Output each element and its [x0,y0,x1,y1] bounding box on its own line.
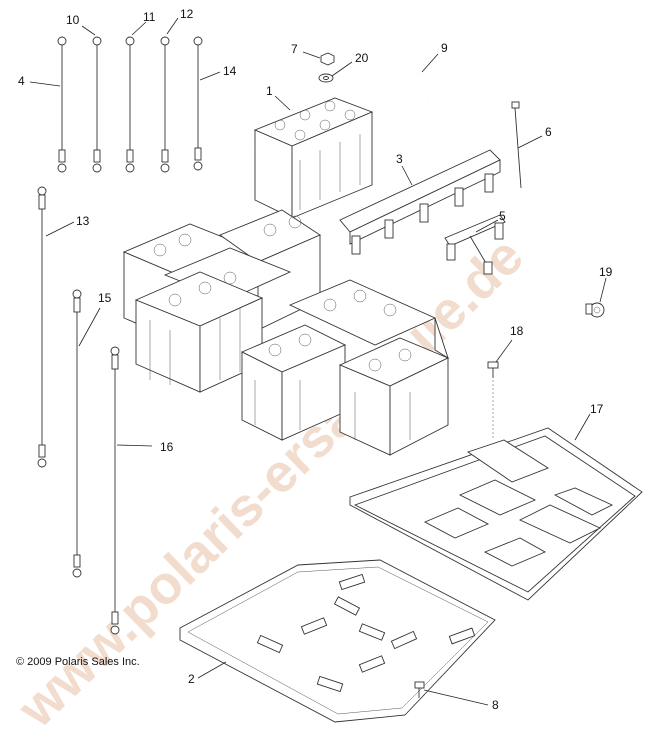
bracket-5 [444,214,506,275]
skid-plate-2 [179,559,496,723]
fastener-18 [487,361,499,438]
leader-lines [29,17,607,706]
rod-9 [409,47,429,101]
callout-4: 4 [18,74,25,88]
long-cable-13 [37,186,47,468]
callout-1: 1 [266,84,273,98]
callout-20: 20 [355,51,369,65]
battery-1 [253,97,374,219]
callout-12: 12 [180,7,194,21]
short-cable-14 [193,36,203,171]
callout-8: 8 [492,698,499,712]
fastener-8 [414,681,425,698]
callout-14: 14 [223,64,237,78]
callout-11: 11 [143,10,156,24]
bracket-3 [339,149,501,255]
short-cable-11 [125,36,135,173]
short-cable-10 [92,36,102,173]
callout-13: 13 [76,214,90,228]
short-cable-12 [160,36,170,173]
callout-9: 9 [441,41,448,55]
callout-5: 5 [499,209,506,223]
callout-7: 7 [291,42,298,56]
nut-7 [320,52,335,66]
battery-stack-right [240,279,450,456]
callout-15: 15 [98,291,112,305]
callout-18: 18 [510,324,524,338]
long-cable-15 [72,289,82,578]
bolt-6 [511,101,522,189]
callout-19: 19 [599,265,613,279]
callout-3: 3 [396,152,403,166]
long-cable-16 [110,346,120,635]
short-cable-4 [57,36,67,173]
callout-2: 2 [188,672,195,686]
battery-tray-17 [349,427,643,601]
callout-16: 16 [160,440,174,454]
callout-6: 6 [545,125,552,139]
copyright-notice: © 2009 Polaris Sales Inc. [16,656,140,668]
callout-10: 10 [66,13,80,27]
callout-labels: 4 10 11 12 14 13 15 16 1 7 20 9 6 3 5 19… [18,7,613,712]
callout-17: 17 [590,402,604,416]
washer-20 [318,73,334,83]
clip-19 [585,302,605,318]
